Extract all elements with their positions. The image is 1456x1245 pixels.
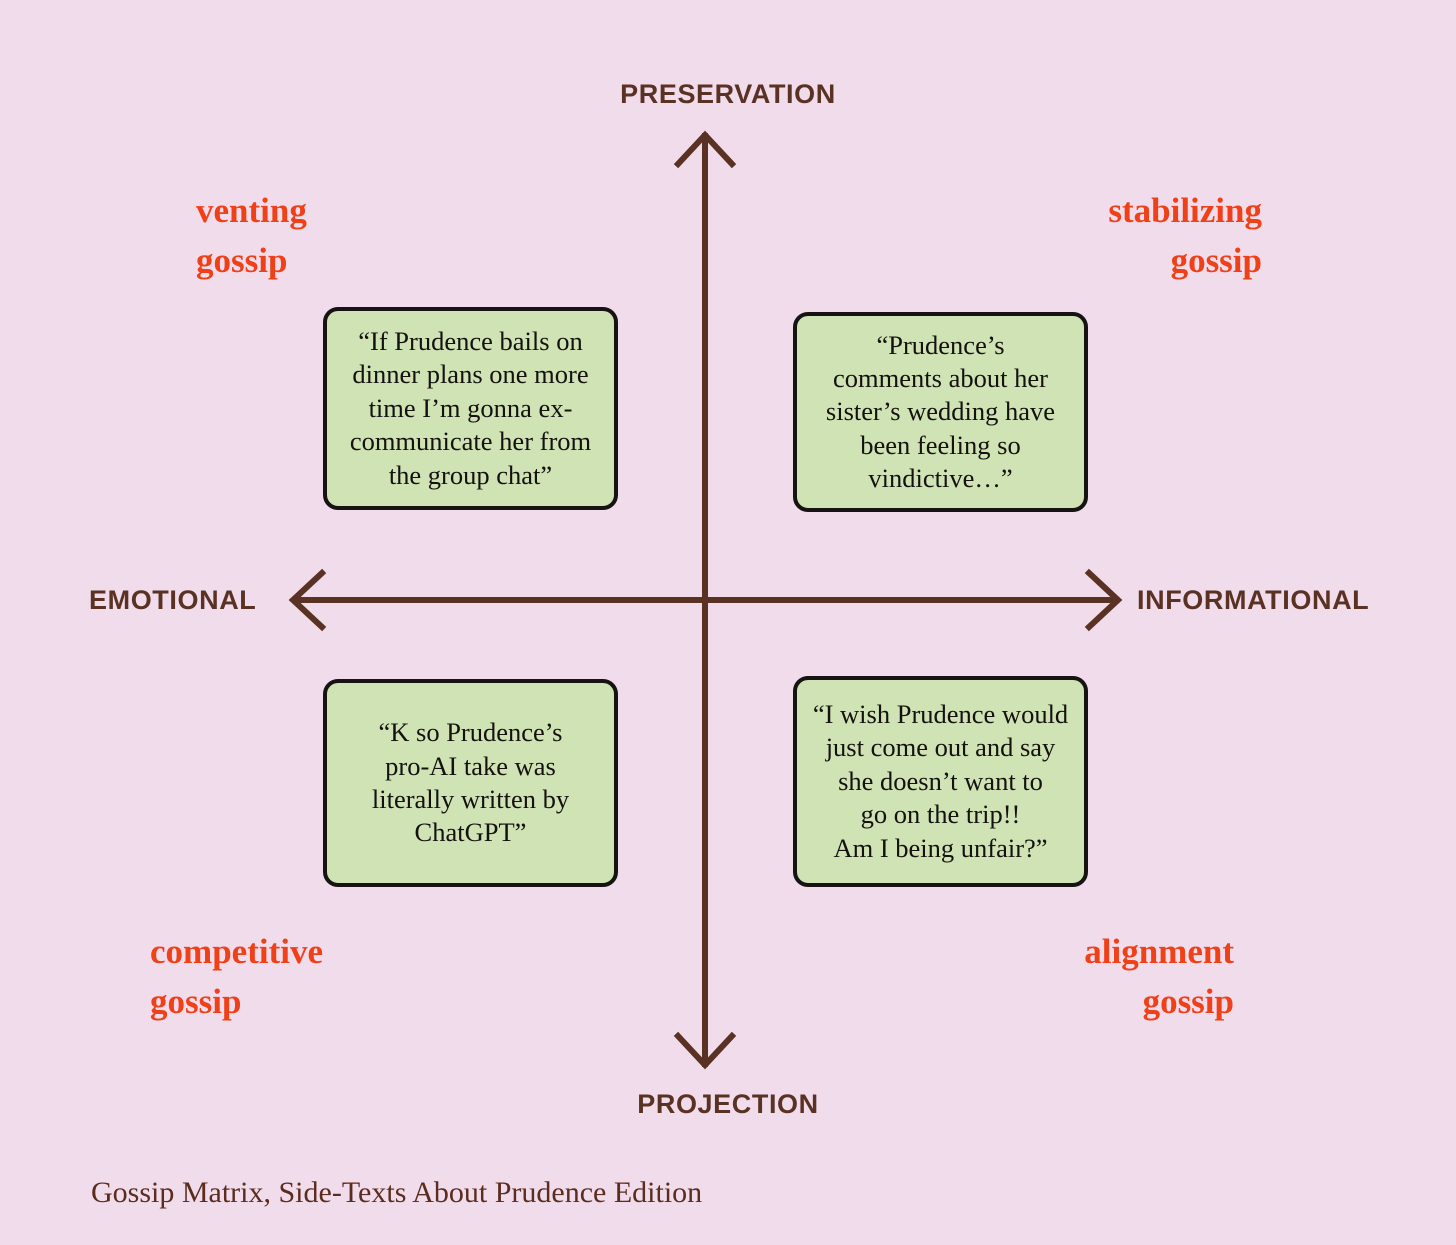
quadrant-label-alignment-gossip: alignment gossip — [1084, 932, 1234, 1021]
arrowhead-left-icon — [288, 568, 327, 632]
quote-text: “If Prudence bails on dinner plans one m… — [349, 326, 592, 490]
quote-text: “K so Prudence’s pro-AI take was literal… — [371, 717, 570, 848]
arrowhead-up-icon — [673, 130, 737, 169]
quote-text: “Prudence’s comments about her sister’s … — [825, 329, 1056, 494]
quadrant-label-competitive-gossip: competitive gossip — [150, 932, 323, 1021]
quote-card-competitive-gossip: “K so Prudence’s pro-AI take was literal… — [323, 679, 618, 887]
quote-card-stabilizing-gossip: “Prudence’s comments about her sister’s … — [793, 312, 1088, 512]
quote-text: “I wish Prudence would just come out and… — [812, 699, 1069, 863]
quadrant-label-stabilizing-gossip: stabilizing gossip — [1108, 191, 1262, 280]
axis-label-projection: PROJECTION — [637, 1089, 819, 1119]
quote-card-venting-gossip: “If Prudence bails on dinner plans one m… — [323, 307, 618, 510]
arrowhead-right-icon — [1084, 568, 1123, 632]
chart-caption: Gossip Matrix, Side-Texts About Prudence… — [91, 1176, 703, 1209]
quote-card-alignment-gossip: “I wish Prudence would just come out and… — [793, 676, 1088, 887]
axis-label-preservation: PRESERVATION — [620, 79, 836, 109]
arrowhead-down-icon — [673, 1031, 737, 1070]
axis-label-emotional: EMOTIONAL — [89, 585, 257, 615]
quadrant-label-venting-gossip: venting gossip — [196, 191, 307, 280]
axis-label-informational: INFORMATIONAL — [1137, 585, 1370, 615]
